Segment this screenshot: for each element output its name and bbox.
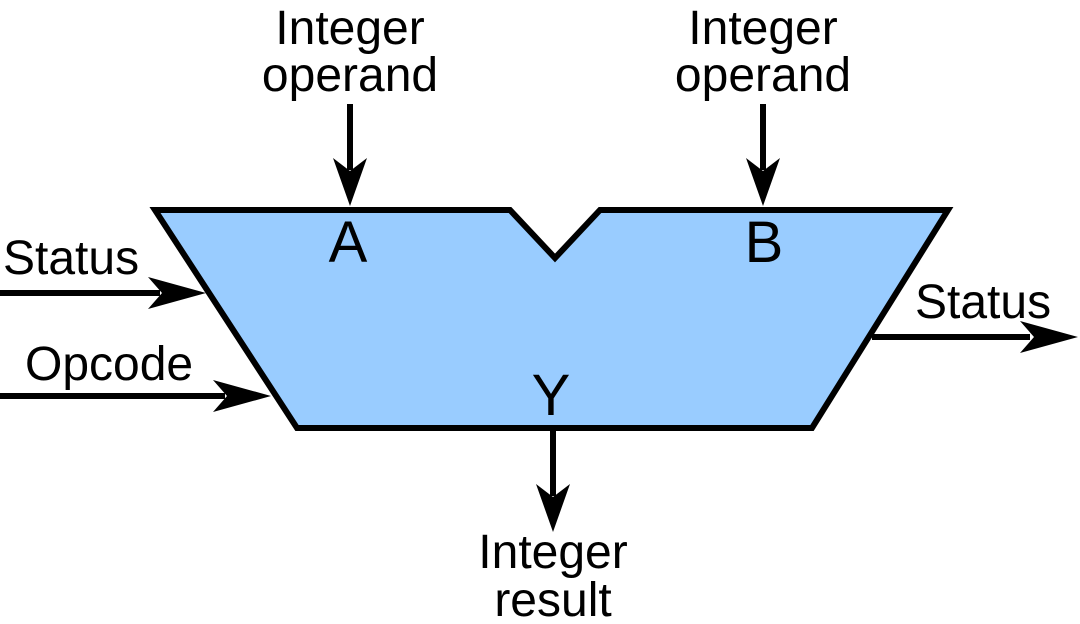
pin-b-label: B xyxy=(745,210,784,275)
result-annotation-line1: Integer xyxy=(478,526,627,579)
status-out-arrow xyxy=(872,321,1078,353)
pin-a-label: A xyxy=(329,210,368,275)
arrow-right-icon xyxy=(148,277,206,309)
arrow-down-icon xyxy=(536,484,570,532)
status-in-label: Status xyxy=(3,232,139,285)
result-annotation-line2: result xyxy=(494,574,611,624)
pin-y-label: Y xyxy=(532,363,571,428)
arrow-right-icon xyxy=(1020,321,1078,353)
result-out-arrow xyxy=(536,431,570,532)
operand-b-arrow xyxy=(746,104,780,206)
opcode-in-arrow xyxy=(0,380,271,412)
arrow-down-icon xyxy=(746,158,780,206)
operand-b-annotation-line2: operand xyxy=(675,49,851,102)
arrow-right-icon xyxy=(213,380,271,412)
operand-a-annotation-line1: Integer xyxy=(275,2,424,55)
status-in-arrow xyxy=(0,277,206,309)
alu-body-shape xyxy=(149,207,954,431)
arrow-down-icon xyxy=(333,158,367,206)
operand-a-annotation-line2: operand xyxy=(262,49,438,102)
operand-b-annotation-line1: Integer xyxy=(688,2,837,55)
operand-a-arrow xyxy=(333,104,367,206)
status-out-label: Status xyxy=(915,276,1051,329)
opcode-in-label: Opcode xyxy=(25,338,193,391)
